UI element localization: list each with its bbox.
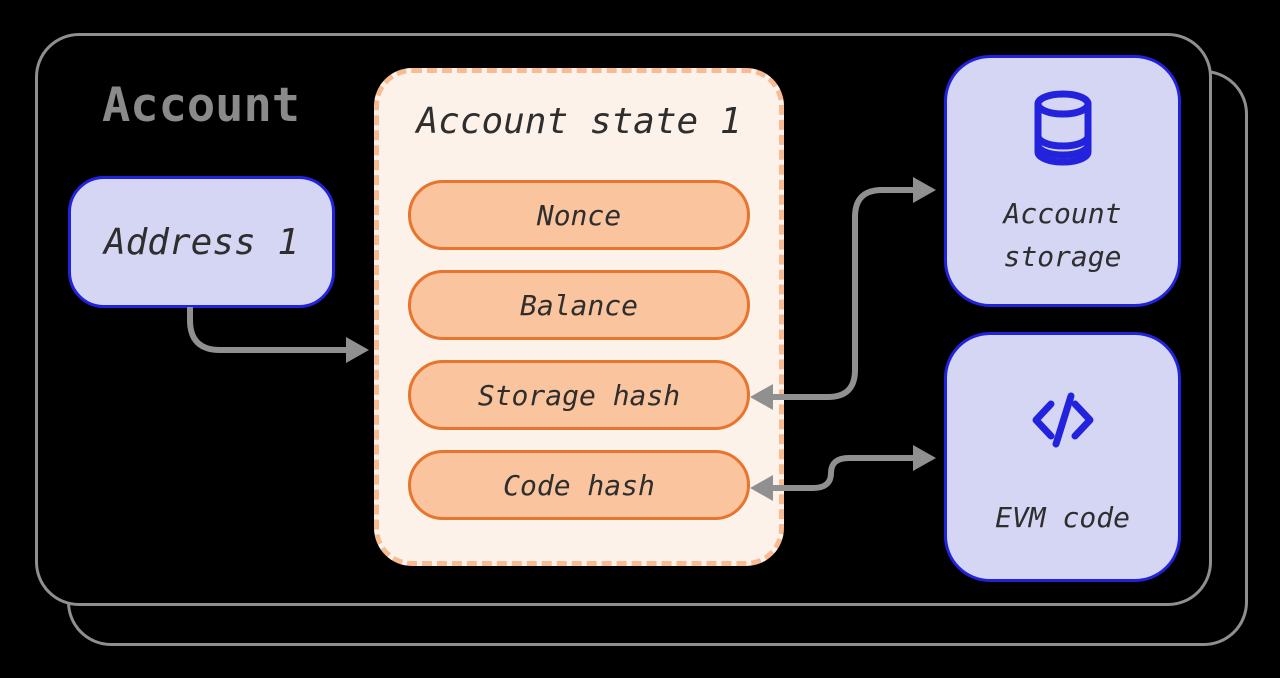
account-storage-label-line1: Account xyxy=(1003,197,1122,230)
nonce-field: Nonce xyxy=(408,180,750,250)
account-state-fields: Nonce Balance Storage hash Code hash xyxy=(379,180,779,520)
account-storage-box: Account storage xyxy=(944,55,1181,307)
account-state-title: Account state 1 xyxy=(416,101,742,142)
code-icon xyxy=(1032,392,1093,448)
account-title: Account xyxy=(102,78,301,133)
evm-code-box: EVM code xyxy=(944,332,1181,582)
code-hash-field: Code hash xyxy=(408,450,750,520)
address-box: Address 1 xyxy=(68,176,335,308)
account-state-panel: Account state 1 Nonce Balance Storage ha… xyxy=(374,68,784,566)
account-storage-label: Account storage xyxy=(1003,192,1121,278)
address-label: Address 1 xyxy=(103,221,300,263)
storage-hash-field: Storage hash xyxy=(408,360,750,430)
balance-field: Balance xyxy=(408,270,750,340)
evm-code-label: EVM code xyxy=(995,501,1130,534)
database-icon xyxy=(1034,90,1091,166)
account-storage-label-line2: storage xyxy=(1003,240,1122,273)
